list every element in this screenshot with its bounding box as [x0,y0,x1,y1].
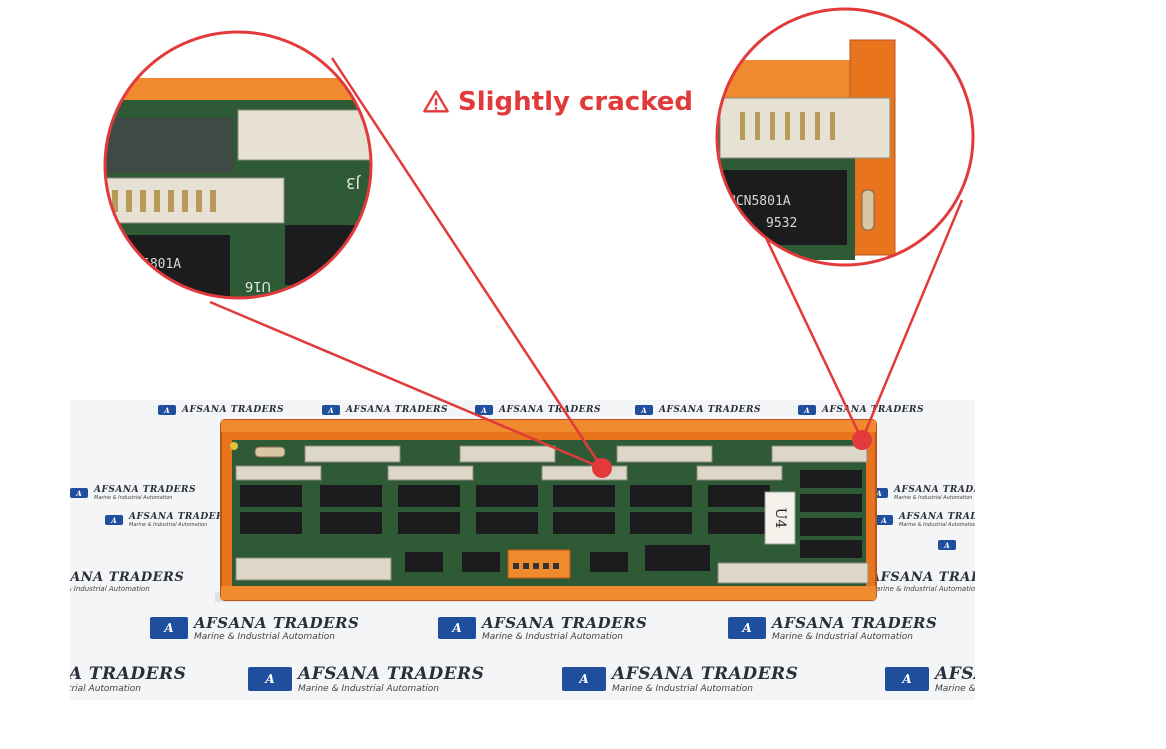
watermark-brand: AFSANA TRADERS [659,405,762,415]
watermark-brand: AFSANA TRADERS [612,664,799,684]
watermark-brand: AFSANA TRADERS [935,664,975,684]
watermark: A AFSANA TRADERS [158,405,284,415]
watermark-brand: AFSANA TRADERS [129,512,232,522]
watermark-brand: AFSANA TRADERS [70,664,187,684]
watermark-brand: AFSANA TRADERS [499,405,602,415]
top-connector [459,445,556,463]
mid-connector [387,465,474,481]
watermark-tagline: Marine & Industrial Automation [894,495,973,501]
watermark-brand: AFSANA TRADERS [346,405,449,415]
bottom-connector [235,557,392,581]
brand-logo-icon: A [438,617,476,639]
warning-triangle-icon [423,90,449,113]
brand-logo-icon: A [562,667,606,691]
watermark-brand: AFSANA TRADERS [772,614,938,632]
watermark-tagline: Marine & Industrial Automation [94,495,173,501]
u4-sticker-label: U4 [772,508,788,529]
mid-connector [696,465,783,481]
watermark-brand: AFSANA TRADERS [894,485,975,495]
watermark-brand: AFSANA TRADERS [870,570,975,585]
brand-logo-icon: A [248,667,292,691]
top-connector [304,445,401,463]
watermark: A AFSANA TRADERS [475,405,601,415]
watermark-brand: AFSANA TRADERS [70,570,185,585]
brand-logo-icon: A [885,667,929,691]
watermark: A AFSANA TRADERS [322,405,448,415]
brand-logo-icon: A [635,405,653,415]
brand-logo-icon: A [798,405,816,415]
ic-chips [240,470,862,572]
zoom-left-board-label: U16 [245,278,271,293]
watermark: A AFSANA TRADERS [635,405,761,415]
watermark: A [938,540,956,550]
mid-connector [541,465,628,481]
watermark-tagline: Marine & Industrial Automation [70,684,141,694]
watermark-brand: AFSANA TRADERS [482,614,648,632]
top-connector [771,445,868,463]
damage-annotation: Slightly cracked [422,84,693,120]
callout-lines [209,57,964,470]
watermark-brand: AFSANA TRADERS [94,485,197,495]
watermark-tagline: Marine & Industrial Automation [935,684,975,694]
bottom-connector [717,562,869,584]
brand-logo-icon: A [150,617,188,639]
watermark-tagline: Marine & Industrial Automation [482,632,623,642]
brand-logo-icon: A [105,515,123,525]
watermark: A AFSANA TRADERS [798,405,924,415]
zoom-left: 5801A 532 U16 J3 [105,32,371,298]
watermark-tagline: Marine & Industrial Automation [612,684,753,694]
crack-marker [852,430,872,450]
top-connector [616,445,713,463]
watermark-tagline: Marine & Industrial Automation [772,632,913,642]
brand-logo-icon: A [870,488,888,498]
zoom-right: UCN5801A 9532 [717,9,973,265]
watermark-tagline: Marine & Industrial Automation [870,585,975,593]
mid-connector [235,465,322,481]
brand-logo-icon: A [158,405,176,415]
watermark-tagline: Marine & Industrial Automation [194,632,335,642]
watermark-brand: AFSANA TRADERS [298,664,485,684]
zoom-left-connector-label: J3 [346,174,361,192]
u4-sticker [764,491,796,545]
brand-logo-icon: A [938,540,956,550]
watermark-brand: AFSANA TRADERS [899,512,975,522]
watermark-brand: AFSANA TRADERS [194,614,360,632]
brand-logo-icon: A [70,488,88,498]
brand-logo-icon: A [475,405,493,415]
brand-logo-icon: A [322,405,340,415]
damage-title: Slightly cracked [458,87,694,117]
watermark-tagline: Marine & Industrial Automation [298,684,439,694]
watermark-tagline: Marine & Industrial Automation [129,522,208,528]
crack-marker [592,458,612,478]
watermark-brand: AFSANA TRADERS [182,405,285,415]
watermark-tagline: Marine & Industrial Automation [70,585,150,593]
watermark-brand: AFSANA TRADERS [822,405,925,415]
zoom-right-chip-label: UCN5801A [728,194,791,209]
zoom-right-chip-code: 9532 [766,216,797,231]
brand-logo-icon: A [875,515,893,525]
brand-logo-icon: A [728,617,766,639]
watermark-tagline: Marine & Industrial Automation [899,522,975,528]
